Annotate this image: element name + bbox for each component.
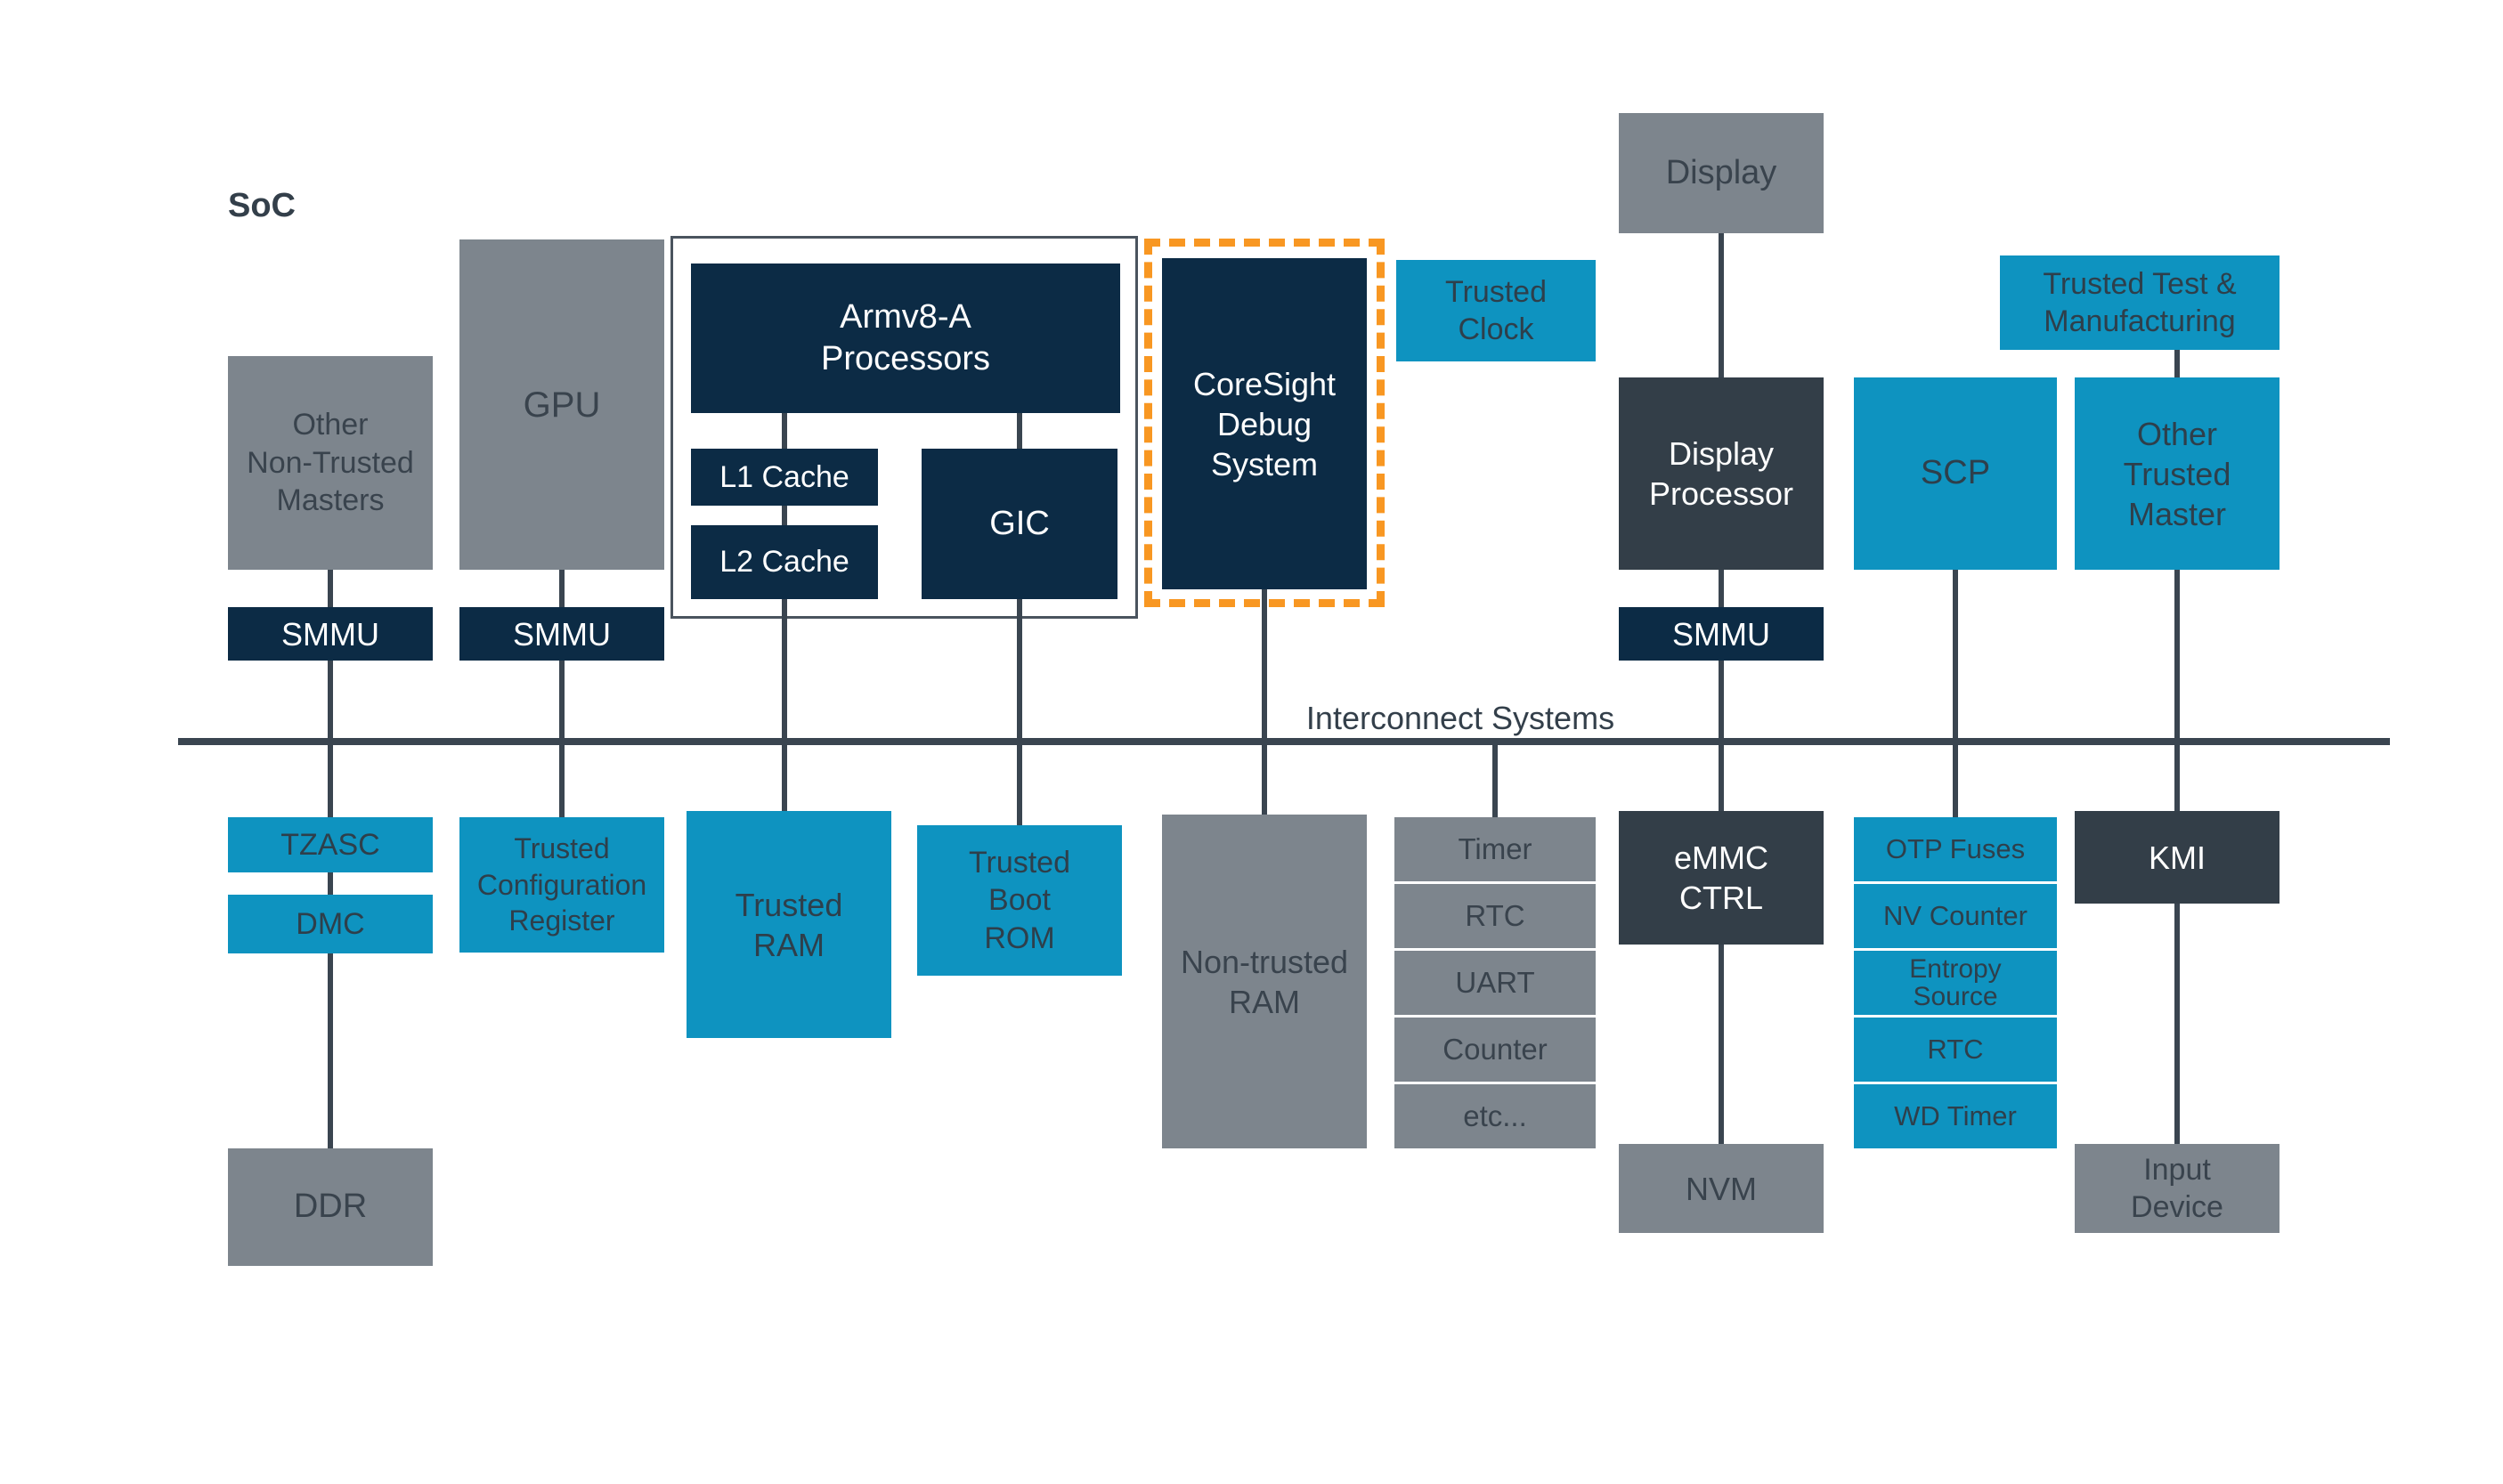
connector-line xyxy=(1017,410,1022,452)
block-display: Display xyxy=(1619,113,1824,233)
block-l2-cache: L2 Cache xyxy=(691,525,878,599)
block-tzasc: TZASC xyxy=(228,817,433,872)
connector-line xyxy=(1262,742,1267,818)
security-peripheral-entropy-source: Entropy Source xyxy=(1854,951,2057,1015)
connector-line xyxy=(1017,596,1022,742)
block-ddr: DDR xyxy=(228,1148,433,1266)
connector-line xyxy=(328,657,333,742)
connector-line xyxy=(1719,657,1724,742)
block-trusted-ram: Trusted RAM xyxy=(687,811,891,1038)
block-coresight-debug-system: CoreSight Debug System xyxy=(1162,258,1367,589)
security-peripheral-otp-fuses: OTP Fuses xyxy=(1854,817,2057,881)
block-smmu-display: SMMU xyxy=(1619,607,1824,661)
connector-line xyxy=(328,950,333,1152)
connector-line xyxy=(1719,941,1724,1147)
interconnect-label: Interconnect Systems xyxy=(1305,700,1615,736)
block-other-trusted-master: Other Trusted Master xyxy=(2075,377,2280,570)
block-smmu-masters: SMMU xyxy=(228,607,433,661)
peripheral-timer: Timer xyxy=(1394,817,1596,881)
connector-line xyxy=(1953,566,1958,742)
connector-line xyxy=(328,566,333,611)
block-trusted-clock: Trusted Clock xyxy=(1396,260,1596,361)
connector-line xyxy=(1953,742,1958,821)
block-kmi: KMI xyxy=(2075,811,2280,904)
security-peripheral-rtc: RTC xyxy=(1854,1018,2057,1082)
peripheral-etc: etc... xyxy=(1394,1084,1596,1148)
connector-line xyxy=(328,742,333,821)
block-gic: GIC xyxy=(922,449,1117,599)
block-other-non-trusted-masters: Other Non-Trusted Masters xyxy=(228,356,433,570)
block-gpu: GPU xyxy=(459,239,664,570)
block-emmc-ctrl: eMMC CTRL xyxy=(1619,811,1824,945)
peripheral-rtc: RTC xyxy=(1394,884,1596,948)
connector-line xyxy=(782,410,787,452)
block-trusted-boot-rom: Trusted Boot ROM xyxy=(917,825,1122,976)
connector-line xyxy=(2174,346,2180,381)
block-l1-cache: L1 Cache xyxy=(691,449,878,506)
block-trusted-test-manufacturing: Trusted Test & Manufacturing xyxy=(2000,255,2280,350)
diagram-scope-label: SoC xyxy=(228,187,296,224)
connector-line xyxy=(1719,566,1724,611)
connector-line xyxy=(1719,230,1724,381)
connector-line xyxy=(2174,566,2180,742)
interconnect-bus-line xyxy=(178,738,2390,745)
connector-line xyxy=(782,596,787,742)
connector-line xyxy=(1492,742,1498,821)
connector-line xyxy=(782,502,787,529)
block-input-device: Input Device xyxy=(2075,1144,2280,1233)
connector-line xyxy=(328,869,333,898)
block-armv8-processors: Armv8-A Processors xyxy=(691,264,1120,413)
connector-line xyxy=(1719,742,1724,815)
connector-line xyxy=(559,566,565,611)
connector-line xyxy=(782,742,787,815)
block-scp: SCP xyxy=(1854,377,2057,570)
block-nvm: NVM xyxy=(1619,1144,1824,1233)
connector-line xyxy=(559,742,565,821)
security-peripheral-wd-timer: WD Timer xyxy=(1854,1084,2057,1148)
security-peripheral-nv-counter: NV Counter xyxy=(1854,884,2057,948)
block-non-trusted-ram: Non-trusted RAM xyxy=(1162,815,1367,1148)
peripheral-counter: Counter xyxy=(1394,1018,1596,1082)
block-smmu-gpu: SMMU xyxy=(459,607,664,661)
connector-line xyxy=(2174,742,2180,815)
block-trusted-configuration-register: Trusted Configuration Register xyxy=(459,817,664,953)
block-dmc: DMC xyxy=(228,895,433,953)
connector-line xyxy=(1262,586,1267,742)
connector-line xyxy=(2174,900,2180,1147)
peripheral-uart: UART xyxy=(1394,951,1596,1015)
connector-line xyxy=(559,657,565,742)
connector-line xyxy=(1017,742,1022,829)
block-display-processor: Display Processor xyxy=(1619,377,1824,570)
